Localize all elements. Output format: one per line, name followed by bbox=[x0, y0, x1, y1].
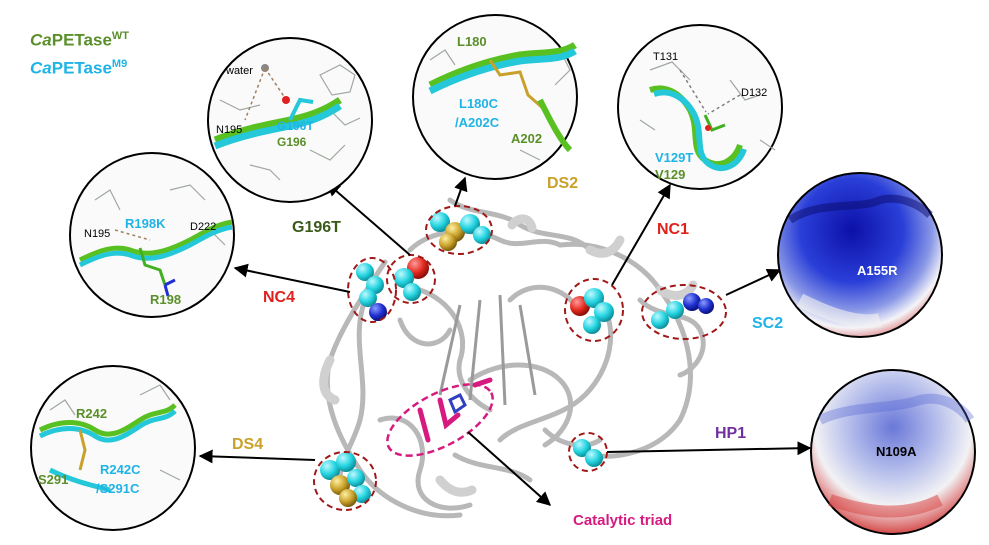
hp1-group-label: HP1 bbox=[715, 425, 746, 442]
nc1-t131-label: T131 bbox=[653, 51, 678, 63]
protein-ribbon bbox=[324, 197, 706, 519]
arrows bbox=[198, 176, 812, 506]
g196t-site-ellipse bbox=[386, 254, 436, 304]
nc1-wt-label: V129 bbox=[655, 167, 685, 182]
g196t-water-label: water bbox=[225, 65, 253, 77]
ds2-wt2-label: A202 bbox=[511, 131, 542, 146]
ds2-mut1-label: L180C bbox=[459, 96, 499, 111]
legend-wt: CaPETaseWT bbox=[30, 30, 130, 50]
inset-ds2: L180 L180C /A202C A202 bbox=[412, 14, 578, 180]
ds4-wt2-label: S291 bbox=[38, 472, 68, 487]
nc1-mut-label: V129T bbox=[655, 150, 693, 165]
protein-ribbon-detail bbox=[319, 214, 698, 497]
nc1-group-label: NC1 bbox=[657, 221, 689, 238]
beta-strands bbox=[438, 294, 537, 406]
spheres-g196t bbox=[394, 257, 429, 301]
ds4-mut1-label: R242C bbox=[100, 462, 141, 477]
inset-sc2: A155R bbox=[777, 172, 943, 338]
nc1-site-ellipse bbox=[564, 278, 624, 342]
ds4-site-ellipse bbox=[313, 451, 377, 511]
catalytic-triad-label: Catalytic triad bbox=[573, 512, 672, 529]
inset-nc1: T131 D132 V129T V129 bbox=[617, 24, 783, 190]
catalytic-triad-ellipse bbox=[386, 383, 494, 457]
ds2-site-ellipse bbox=[425, 205, 493, 255]
nc1-d132-label: D132 bbox=[741, 87, 767, 99]
inset-g196t: water N195 G196T G196 bbox=[207, 37, 373, 203]
g196t-group-label: G196T bbox=[292, 219, 341, 236]
sc2-site-ellipse bbox=[641, 284, 727, 340]
sc2-group-label: SC2 bbox=[752, 315, 783, 332]
inset-nc4: N195 R198K D222 R198 bbox=[69, 152, 235, 318]
nc4-group-label: NC4 bbox=[263, 289, 295, 306]
nc4-n195-label: N195 bbox=[84, 228, 110, 240]
ds2-wt1-label: L180 bbox=[457, 34, 487, 49]
nc4-site-ellipse bbox=[347, 257, 397, 323]
hp1-mut-label: N109A bbox=[876, 444, 917, 459]
spheres-sc2 bbox=[651, 293, 714, 329]
spheres-nc1 bbox=[570, 288, 614, 334]
sc2-mut-label: A155R bbox=[857, 263, 898, 278]
spheres-ds2 bbox=[430, 212, 491, 251]
nc4-wt-label: R198 bbox=[150, 292, 181, 307]
nc4-mut-label: R198K bbox=[125, 216, 166, 231]
inset-hp1: N109A bbox=[810, 369, 976, 535]
spheres-ds4 bbox=[320, 452, 371, 507]
spheres-nc4 bbox=[356, 263, 387, 321]
ds2-mut2-label: /A202C bbox=[455, 115, 500, 130]
legend-m9: CaPETaseM9 bbox=[30, 58, 128, 78]
g196t-wt-label: G196 bbox=[277, 135, 307, 149]
g196t-mut-label: G196T bbox=[277, 119, 314, 133]
ds2-group-label: DS2 bbox=[547, 175, 578, 192]
ds4-mut2-label: /S291C bbox=[96, 481, 140, 496]
g196t-n195-label: N195 bbox=[216, 124, 242, 136]
nc4-d222-label: D222 bbox=[190, 221, 216, 233]
ds4-group-label: DS4 bbox=[232, 436, 263, 453]
spheres-hp1 bbox=[573, 439, 603, 467]
inset-ds4: R242 R242C /S291C S291 bbox=[30, 365, 196, 531]
ds4-wt1-label: R242 bbox=[76, 406, 107, 421]
catalytic-triad-residues bbox=[417, 377, 493, 443]
